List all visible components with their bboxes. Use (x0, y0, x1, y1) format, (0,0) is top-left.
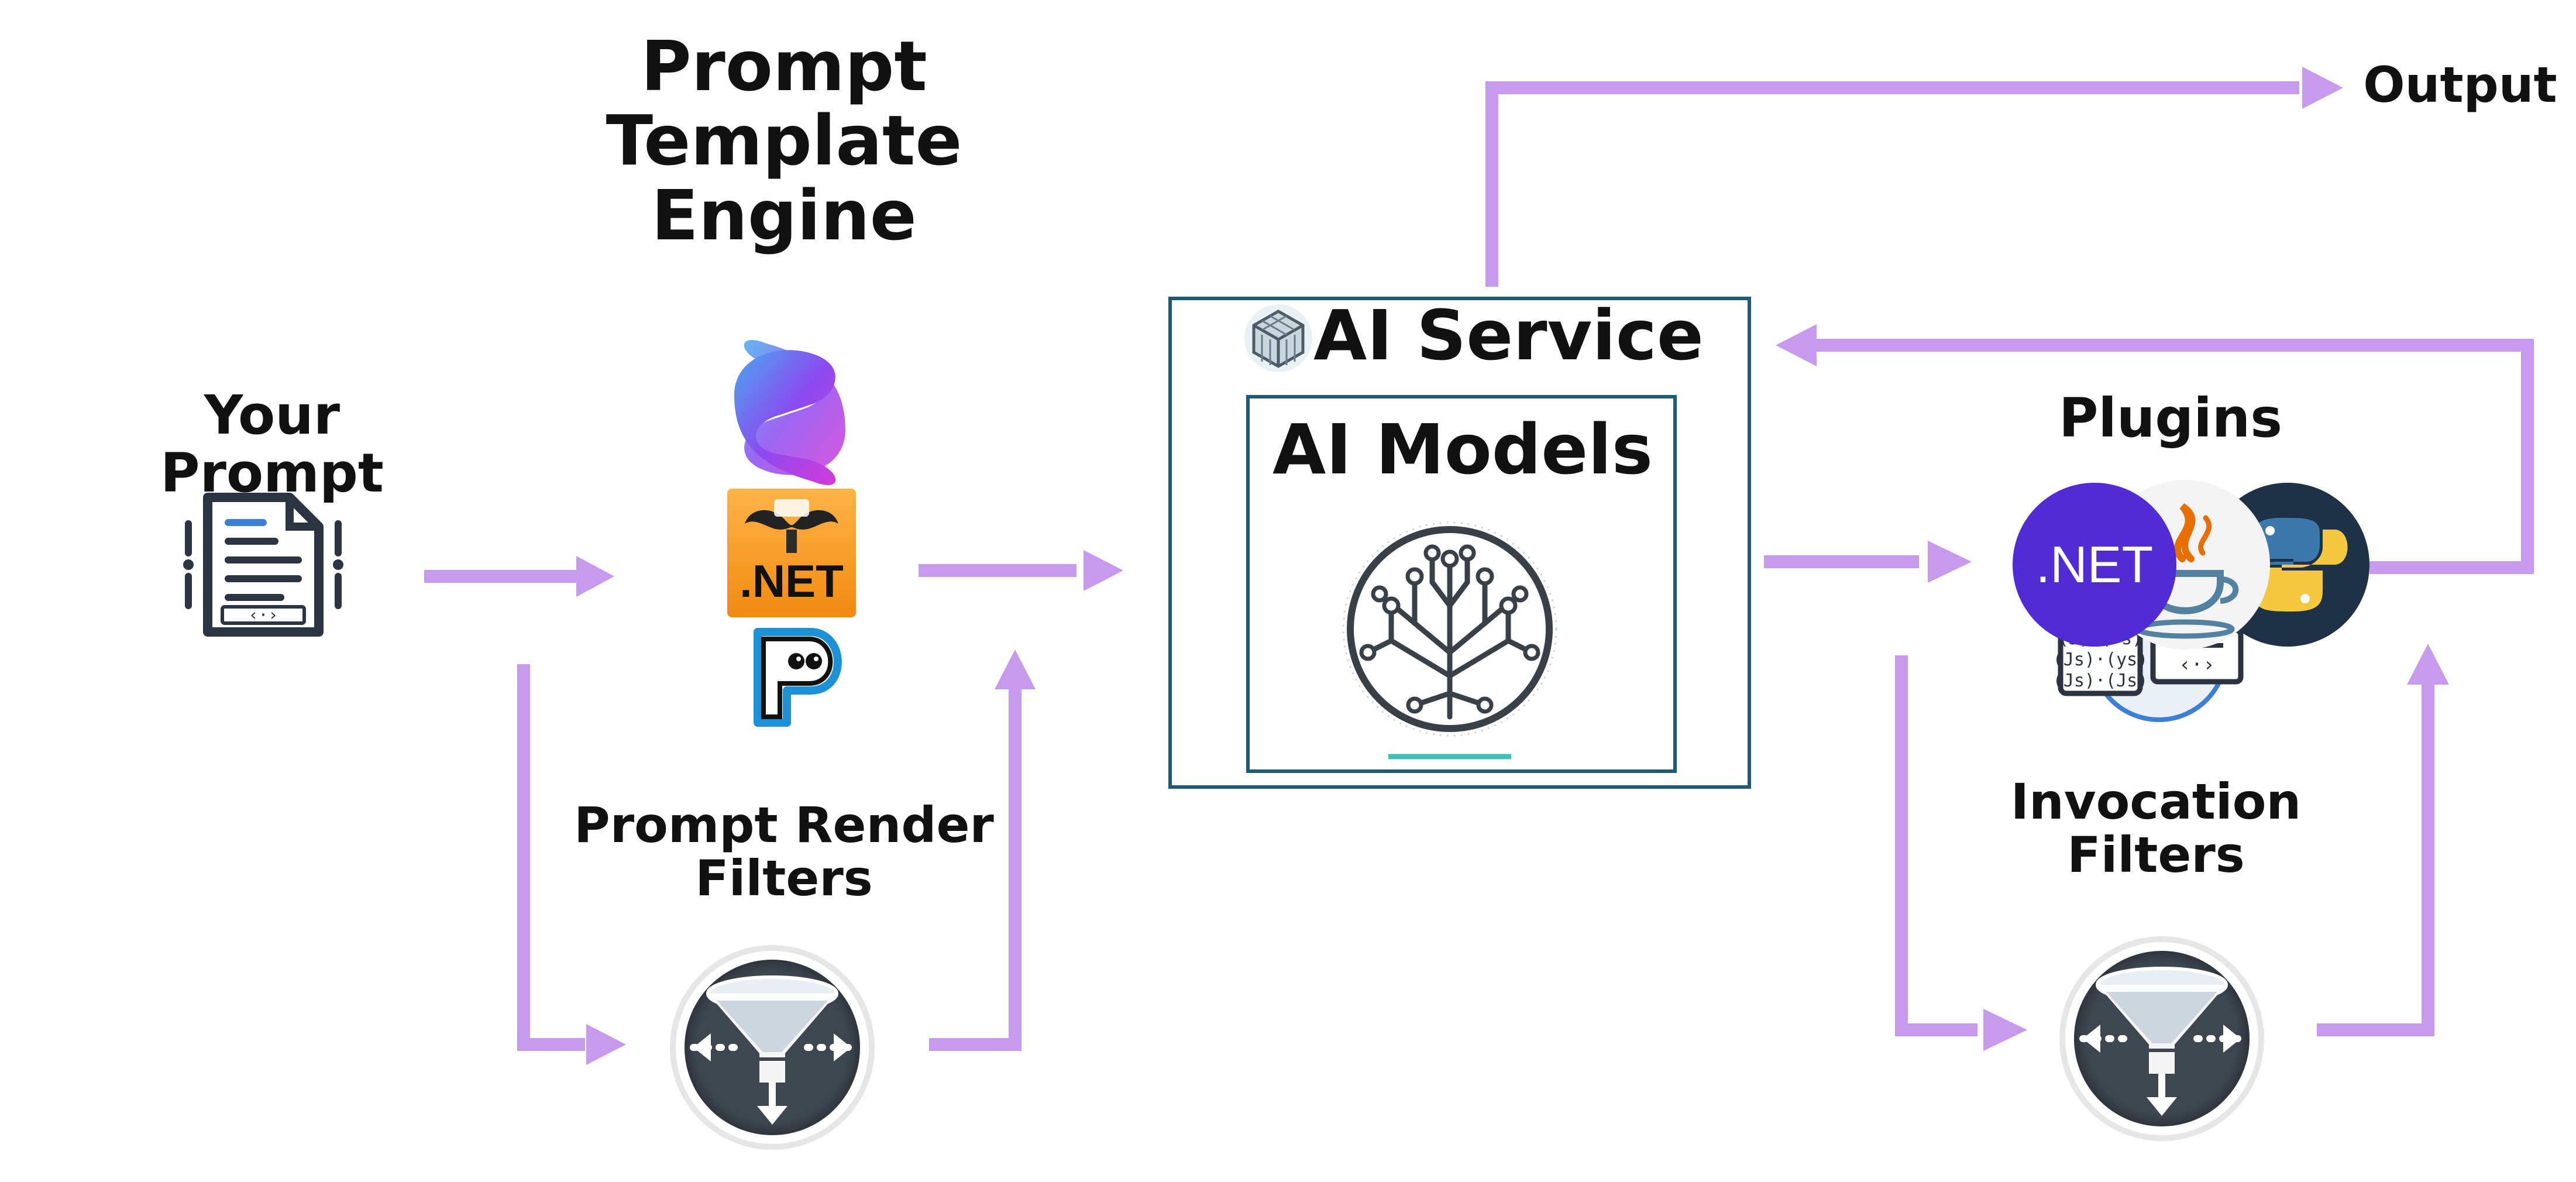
plugins-label: Plugins (2058, 387, 2283, 449)
arrowhead-render-filters-to-service (995, 650, 1036, 689)
arrowhead-to-plugins-bottom (2407, 644, 2449, 685)
svg-text:‹·›: ‹·› (249, 605, 278, 624)
semantic-kernel-logo-icon (734, 340, 845, 485)
prompt-render-funnel-icon (673, 948, 872, 1147)
document-code-icon: ‹·› (183, 493, 343, 637)
arrow-prompt-to-render-filters (517, 664, 585, 1051)
arrow-render-filters-to-service (929, 685, 1022, 1051)
arrow-service-to-invocation-filters (1895, 655, 1977, 1036)
handlebars-dotnet-icon (727, 489, 856, 617)
dotnet-plugin-badge: .NET (2036, 535, 2153, 593)
brain-circuit-icon (1342, 521, 1557, 760)
prompt-render-filters-label: Prompt Render Filters (574, 796, 994, 907)
arrowhead-prompt-to-engine (576, 556, 614, 597)
arrowhead-to-invocation-filters (1983, 1009, 2027, 1051)
dotnet-plugin-icon (2013, 483, 2176, 647)
arrow-invocation-filters-to-plugins (2317, 679, 2434, 1036)
prompt-template-engine-label: Prompt Template Engine (606, 26, 962, 256)
arrow-service-to-output (1485, 81, 2299, 287)
arrowhead-engine-to-service (1084, 550, 1123, 591)
output-label: Output (2363, 56, 2557, 114)
arrowhead-plugins-to-service (1776, 324, 1817, 366)
prompty-icon (754, 628, 842, 727)
arrow-plugins-to-service (1814, 339, 2534, 574)
svg-text:(Js)·(ys): (Js)·(ys) (2053, 650, 2148, 670)
arrowhead-to-output (2302, 67, 2343, 109)
invocation-funnel-icon (2062, 939, 2261, 1138)
arrowhead-service-to-plugins (1928, 541, 1972, 583)
cube-icon (1244, 304, 1312, 372)
dotnet-mustache-badge: .NET (740, 555, 844, 607)
your-prompt-label: Your Prompt (160, 384, 384, 505)
invocation-filters-label: Invocation Filters (2010, 773, 2302, 884)
ai-service-label: AI Service (1313, 295, 1704, 376)
ai-models-label: AI Models (1272, 409, 1653, 490)
svg-text:(Js)·(Js): (Js)·(Js) (2053, 671, 2148, 691)
arrowhead-to-render-filters (586, 1024, 626, 1065)
svg-text:‹·›: ‹·› (2179, 653, 2214, 676)
